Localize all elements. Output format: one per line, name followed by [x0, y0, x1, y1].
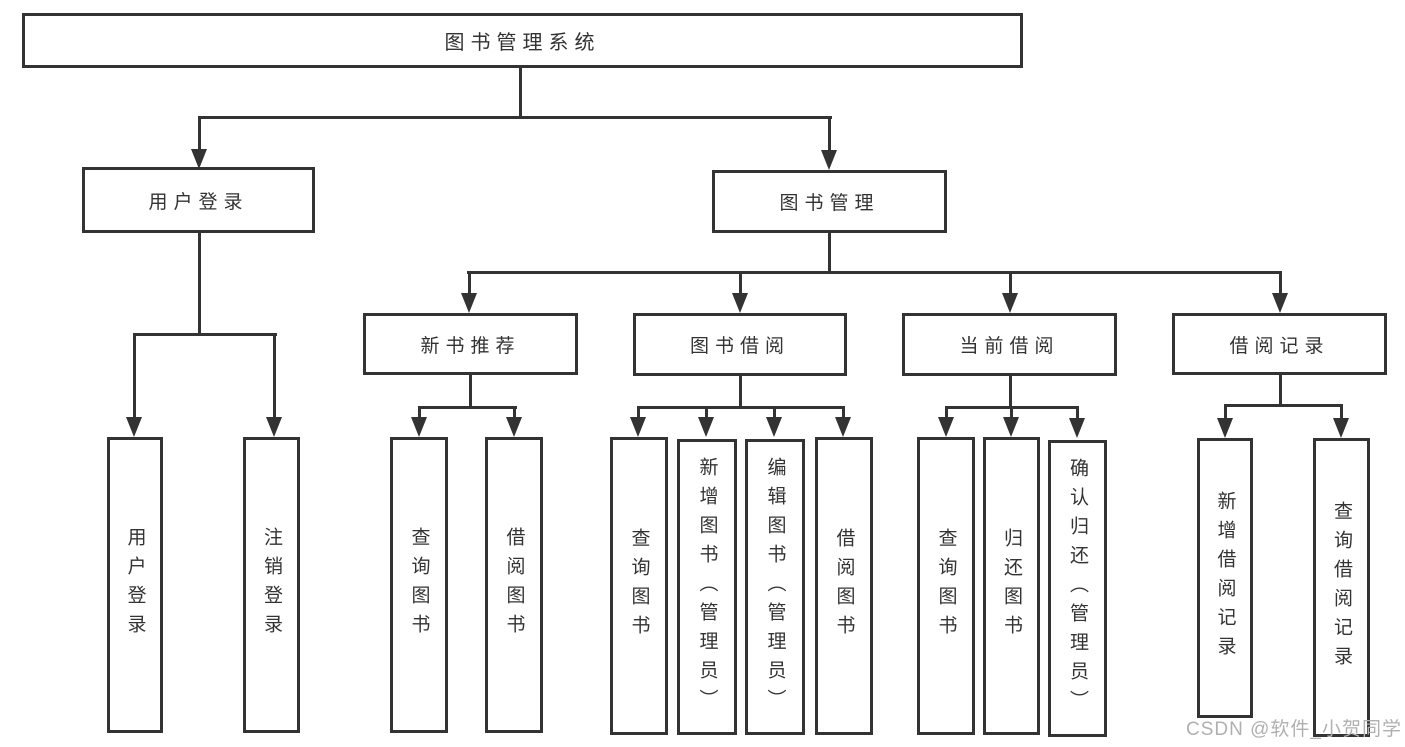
connector-line [705, 406, 708, 418]
connector-line [1279, 271, 1282, 294]
node-logout-leaf: 注销登录 [243, 437, 300, 733]
watermark: CSDN @软件_小贺同学 [1186, 719, 1402, 740]
connector-line [945, 406, 948, 418]
node-user-login-leaf: 用户登录 [107, 437, 163, 733]
arrowhead [126, 417, 142, 437]
node-borrow-add-leaf: 新增图书（管理员） [677, 439, 737, 735]
connector-line [1009, 271, 1012, 294]
arrowhead [411, 417, 427, 437]
arrowhead [1272, 293, 1288, 313]
connector-line [467, 271, 1282, 274]
arrowhead [821, 150, 837, 170]
connector-line [1009, 376, 1012, 408]
connector-line [773, 406, 776, 418]
node-records-add-leaf: 新增借阅记录 [1197, 438, 1253, 718]
connector-line [739, 271, 742, 294]
node-book-mgmt: 图书管理 [712, 170, 947, 233]
connector-line [468, 271, 471, 294]
connector-line [133, 333, 277, 336]
connector-line [828, 233, 831, 274]
arrowhead [630, 417, 646, 437]
arrowhead [461, 293, 477, 313]
connector-line [513, 406, 516, 418]
arrowhead [1002, 293, 1018, 313]
connector-line [1010, 406, 1013, 418]
arrowhead [766, 417, 782, 437]
connector-line [273, 333, 276, 418]
connector-line [418, 406, 421, 418]
connector-line [739, 376, 742, 408]
node-borrow-edit-leaf: 编辑图书（管理员） [745, 439, 805, 735]
connector-line [842, 406, 845, 418]
arrowhead [938, 417, 954, 437]
arrowhead [1069, 418, 1085, 438]
arrowhead [835, 417, 851, 437]
node-new-book-rec: 新书推荐 [363, 313, 578, 375]
node-newbook-borrow-leaf: 借阅图书 [485, 437, 543, 733]
node-current-query-leaf: 查询图书 [917, 437, 975, 735]
arrowhead [698, 417, 714, 437]
connector-line [828, 116, 831, 151]
arrowhead [191, 149, 207, 169]
connector-line [1224, 404, 1227, 418]
connector-line [1224, 404, 1342, 407]
connector-line [637, 406, 640, 418]
node-user-login: 用户登录 [82, 167, 315, 233]
connector-line [637, 406, 845, 409]
node-borrow-borrow-leaf: 借阅图书 [815, 437, 873, 735]
arrowhead [1333, 418, 1349, 438]
connector-line [198, 233, 201, 335]
connector-line [1340, 404, 1343, 418]
connector-line [469, 375, 472, 408]
connector-line [1076, 406, 1079, 418]
connector-line [198, 116, 201, 151]
arrowhead [266, 417, 282, 437]
node-current-borrow: 当前借阅 [902, 313, 1117, 376]
node-borrow-records: 借阅记录 [1172, 313, 1387, 375]
node-current-confirm-leaf: 确认归还（管理员） [1048, 440, 1107, 737]
connector-line [519, 68, 522, 118]
arrowhead [732, 293, 748, 313]
node-root: 图书管理系统 [22, 13, 1023, 68]
connector-line [418, 406, 517, 409]
connector-line [198, 116, 832, 119]
connector-line [1279, 375, 1282, 406]
connector-line [133, 333, 136, 418]
node-book-borrow: 图书借阅 [633, 313, 847, 376]
node-records-query-leaf: 查询借阅记录 [1313, 438, 1370, 737]
arrowhead [1217, 418, 1233, 438]
arrowhead [506, 417, 522, 437]
node-newbook-query-leaf: 查询图书 [390, 437, 448, 733]
arrowhead [1003, 417, 1019, 437]
node-current-return-leaf: 归还图书 [983, 437, 1040, 735]
node-borrow-query-leaf: 查询图书 [610, 437, 668, 735]
